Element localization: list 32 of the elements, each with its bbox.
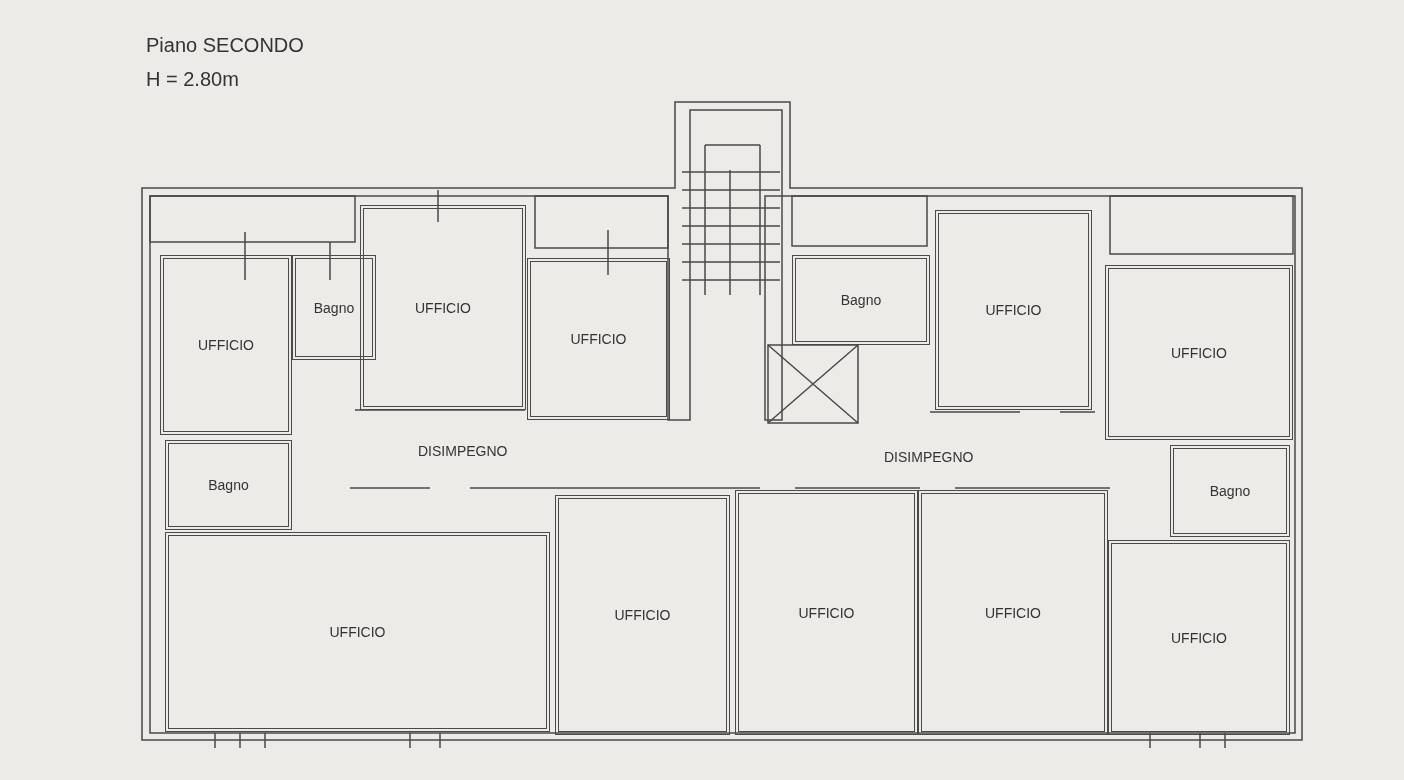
room-name: UFFICIO: [985, 302, 1042, 318]
room-name: Bagno: [840, 292, 882, 308]
room-name: Bagno: [208, 477, 249, 493]
room-name: UFFICIO: [614, 607, 671, 623]
room-outline: [555, 495, 730, 735]
room-outline: [1105, 265, 1293, 440]
room-outline: [935, 210, 1092, 410]
room-outline: [165, 532, 550, 732]
room-name: UFFICIO: [1171, 344, 1227, 361]
room-outline: [527, 258, 670, 420]
room-outline: [1108, 540, 1290, 735]
room-name: UFFICIO: [570, 331, 627, 347]
room-outline: [160, 255, 292, 435]
room-outline: [292, 255, 376, 360]
room-name: UFFICIO: [798, 604, 855, 621]
room-name: UFFICIO: [985, 604, 1041, 621]
room-name: Bagno: [313, 299, 355, 316]
height-note: H = 2.80m: [146, 68, 239, 91]
area-name: DISIMPEGNO: [884, 449, 974, 465]
area-name: DISIMPEGNO: [418, 443, 508, 459]
room-outline: [792, 255, 930, 345]
room-outline: [918, 490, 1108, 735]
room-name: UFFICIO: [329, 624, 386, 640]
room-outline: [360, 205, 526, 410]
room-outline: [1170, 445, 1290, 537]
room-outline: [735, 490, 918, 735]
room-name: Bagno: [1209, 483, 1251, 499]
room-name: UFFICIO: [1171, 629, 1227, 646]
room-name: UFFICIO: [198, 337, 254, 353]
room-outline: [165, 440, 292, 530]
plan-title: Piano SECONDO: [146, 34, 304, 57]
room-name: UFFICIO: [415, 299, 471, 316]
